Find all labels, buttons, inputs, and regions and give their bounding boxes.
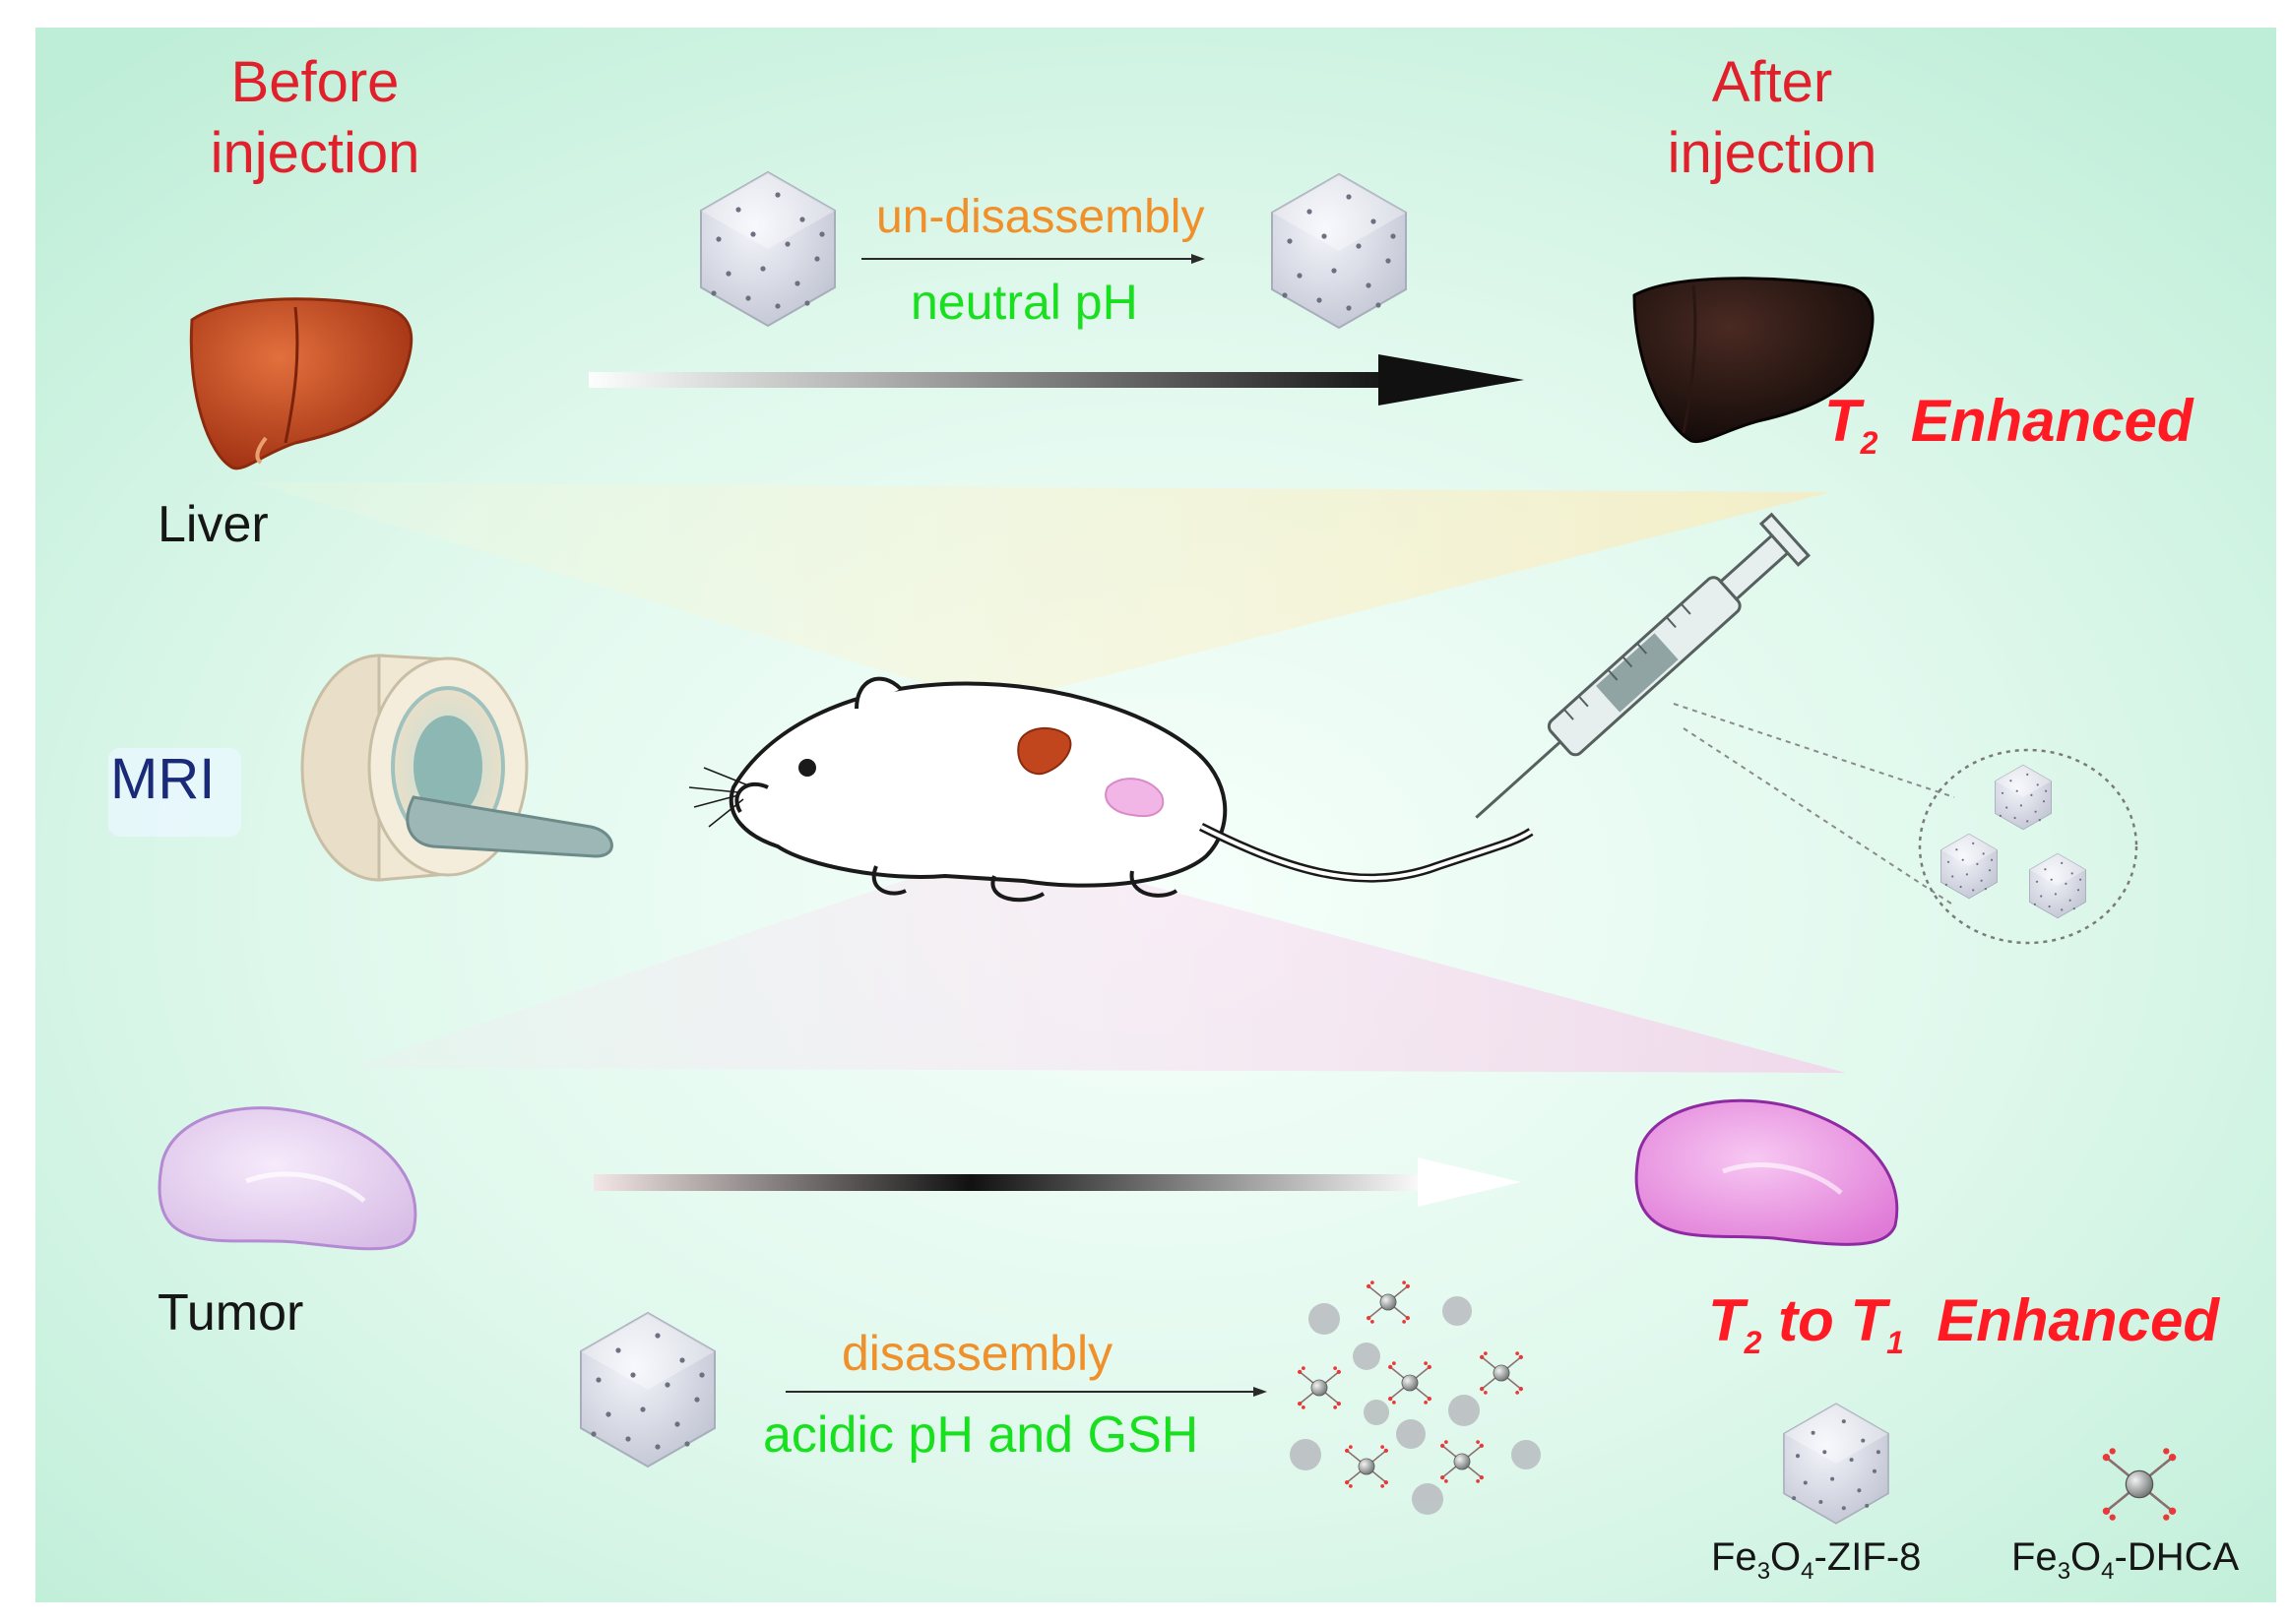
enhanced-word: Enhanced <box>1937 1287 2219 1353</box>
chem-fe: Fe <box>2011 1535 2058 1579</box>
syringe-icon <box>1475 512 1812 819</box>
small-arrow-bottom <box>786 1387 1267 1397</box>
chem-fe: Fe <box>1711 1535 1757 1579</box>
chem-suffix: -DHCA <box>2114 1535 2240 1579</box>
t-letter: T <box>1824 388 1861 454</box>
rat-icon <box>688 676 1534 903</box>
before-line-2: injection <box>210 121 420 185</box>
after-injection-label: After injection <box>1639 54 1905 182</box>
legend-zif-label: Fe3O4-ZIF-8 <box>1711 1537 1921 1584</box>
acidic-ph-gsh-label: acidic pH and GSH <box>763 1406 1199 1464</box>
legend-dhca-label: Fe3O4-DHCA <box>2011 1537 2239 1584</box>
particle-zoom-icon <box>1673 703 2138 945</box>
mri-label-bg <box>108 748 241 837</box>
chem-sub: 4 <box>1801 1558 1814 1585</box>
t-subscript: 2 <box>1744 1325 1762 1360</box>
liver-after-icon <box>1632 277 1875 444</box>
mri-label: MRI <box>110 747 216 811</box>
rat-liver-icon <box>1017 726 1072 776</box>
t-letter: T <box>1850 1287 1887 1353</box>
chem-sub: 3 <box>2057 1558 2071 1585</box>
un-disassembly-label: un-disassembly <box>876 191 1205 243</box>
chem-sub: 3 <box>1756 1558 1771 1585</box>
liver-beam <box>251 482 1831 704</box>
tumor-after-icon <box>1634 1098 1899 1246</box>
top-process-arrow <box>589 354 1524 406</box>
after-line-1: After <box>1711 50 1833 114</box>
t2-enhanced-label: T2 Enhanced <box>1824 392 2194 461</box>
tumor-beam <box>350 846 1846 1073</box>
chem-sub: 4 <box>2101 1558 2115 1585</box>
after-line-2: injection <box>1667 121 1877 185</box>
liver-label: Liver <box>158 496 269 553</box>
chem-o: O <box>1770 1535 1802 1579</box>
chem-suffix: -ZIF-8 <box>1813 1535 1922 1579</box>
neutral-ph-label: neutral pH <box>911 275 1138 330</box>
t-letter: T <box>1708 1287 1745 1353</box>
before-injection-label: Before injection <box>182 54 448 182</box>
chem-o: O <box>2070 1535 2102 1579</box>
enhanced-word: Enhanced <box>1910 388 2194 454</box>
disassembled-products <box>1290 1280 1541 1515</box>
t2-to-t1-enhanced-label: T2 to T1 Enhanced <box>1708 1291 2219 1360</box>
rat-tumor-icon <box>1105 778 1165 817</box>
t-subscript: 1 <box>1886 1325 1904 1360</box>
tumor-before-icon <box>158 1106 417 1251</box>
small-arrow-top <box>861 254 1205 264</box>
to-word: to <box>1778 1287 1834 1353</box>
disassembly-label: disassembly <box>842 1326 1113 1381</box>
tumor-label: Tumor <box>158 1284 304 1342</box>
t-subscript: 2 <box>1860 425 1878 461</box>
bottom-process-arrow <box>594 1157 1521 1207</box>
mri-scanner-icon <box>300 654 613 882</box>
before-line-1: Before <box>230 50 400 114</box>
liver-before-icon <box>189 297 413 470</box>
